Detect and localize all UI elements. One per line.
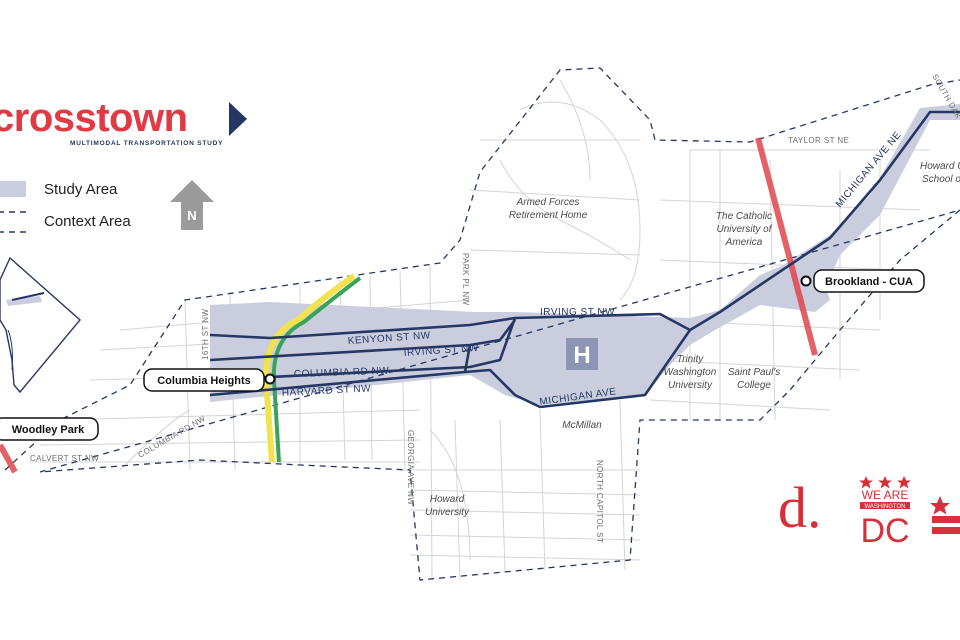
label-georgia-ave: GEORGIA AVE NW (406, 430, 415, 505)
we-are-dc-line3: DC (860, 512, 909, 550)
label-harvard-st: HARVARD ST NW (282, 383, 372, 399)
legend-study-area: Study Area (44, 181, 118, 198)
station-brookland-label: Brookland - CUA (825, 276, 913, 288)
label-armed-forces-1: Armed Forces (516, 197, 580, 208)
dc-flag-icon (930, 496, 960, 534)
label-columbia-rd-west: COLUMBIA RD NW (137, 414, 208, 460)
legend-study-area-swatch (0, 181, 26, 197)
label-irving-st-west: IRVING ST NW (403, 343, 479, 359)
label-st-pauls-1: Saint Paul's (728, 367, 781, 378)
label-howard-2: University (425, 507, 470, 518)
study-area-fill (210, 258, 830, 405)
dc-locator-map (0, 256, 81, 394)
label-catholic-2: University of (716, 224, 772, 235)
label-howard-u-1: Howard U (920, 161, 960, 172)
we-are-dc-line1: WE ARE (862, 488, 909, 502)
metro-green-yellow-line (262, 273, 362, 463)
station-marker-icon (264, 373, 276, 385)
place-labels: Armed Forces Retirement Home The Catholi… (425, 161, 960, 518)
label-calvert-st: CALVERT ST NW (30, 454, 99, 463)
label-irving-st-east: IRVING ST NW (540, 307, 615, 318)
station-woodley-park-label: Woodley Park (12, 424, 85, 436)
station-marker-icon (800, 275, 812, 287)
label-trinity-1: Trinity (677, 354, 704, 365)
legend-context-area-swatch (0, 211, 26, 233)
hospital-icon (566, 338, 598, 370)
label-mcmillan: McMillan (562, 420, 602, 431)
north-arrow-label: N (187, 208, 196, 223)
label-16th-st: 16TH ST NW (201, 309, 210, 360)
station-columbia-heights-label: Columbia Heights (157, 375, 251, 387)
context-area-boundary (4, 67, 960, 581)
label-armed-forces-2: Retirement Home (509, 210, 588, 221)
label-st-pauls-2: College (737, 380, 771, 391)
we-are-dc-logo: WE ARE WASHINGTON DC (859, 476, 911, 550)
label-catholic-3: America (725, 237, 763, 248)
label-taylor-st: TAYLOR ST NE (788, 136, 849, 145)
corridor-lines (209, 110, 960, 409)
page-subtitle: MULTIMODAL TRANSPORTATION STUDY (70, 140, 224, 147)
study-area-east-fill (760, 104, 960, 308)
page-title: crosstown (0, 96, 188, 140)
d-logo: d. (778, 475, 822, 540)
metro-red-line (0, 137, 818, 474)
station-brookland[interactable]: Brookland - CUA (800, 269, 925, 293)
station-columbia-heights[interactable]: Columbia Heights (143, 368, 276, 392)
legend-context-area: Context Area (44, 213, 131, 230)
label-park-pl: PARK PL NW (461, 253, 470, 306)
station-woodley-park[interactable]: Woodley Park (0, 417, 99, 441)
label-columbia-rd: COLUMBIA RD NW (294, 366, 390, 380)
label-north-capitol: NORTH CAPITOL ST (595, 460, 604, 543)
title-arrow-icon (229, 102, 247, 136)
label-trinity-3: University (668, 380, 713, 391)
label-howard-u-2: School o (922, 174, 960, 185)
label-howard-1: Howard (430, 494, 465, 505)
we-are-dc-line2: WASHINGTON (864, 504, 905, 510)
north-arrow-icon (170, 180, 214, 230)
hospital-symbol: H (573, 342, 590, 369)
label-catholic-1: The Catholic (716, 211, 772, 222)
label-trinity-2: Washington (664, 367, 717, 378)
